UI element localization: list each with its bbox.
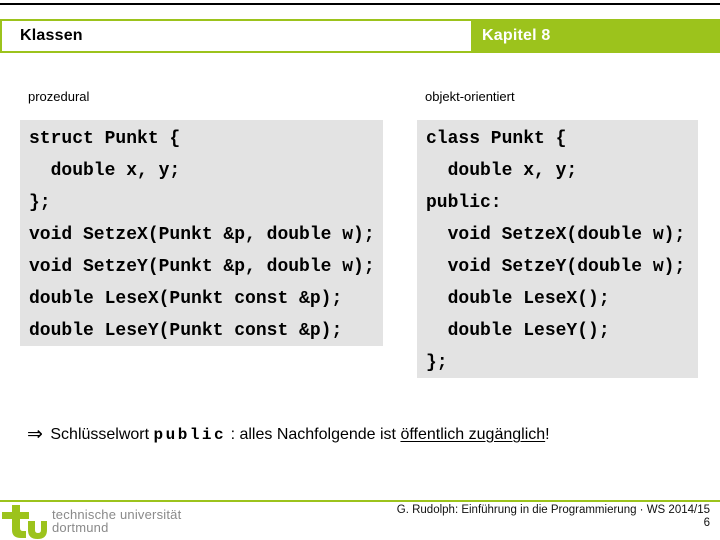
code-line: void SetzeY(double w); — [426, 257, 686, 277]
university-name-line1: technische universität — [52, 507, 182, 522]
code-line: double LeseY(); — [426, 321, 610, 341]
note-line: ⇒ Schlüsselwort public : alles Nachfolge… — [27, 423, 550, 446]
code-block-oop: class Punkt { double x, y; public: void S… — [417, 120, 698, 378]
code-line: void SetzeX(Punkt &p, double w); — [29, 225, 375, 245]
code-line: double x, y; — [426, 161, 578, 181]
top-rule — [0, 3, 720, 5]
note-pre: Schlüsselwort — [45, 426, 154, 443]
university-name-line2: dortmund — [52, 520, 109, 535]
university-name: technische universität dortmund — [52, 508, 181, 534]
note-keyword: public — [153, 426, 227, 444]
tu-dortmund-logo-icon — [2, 505, 47, 539]
slide-title: Klassen — [20, 27, 83, 44]
footer-rule — [0, 500, 720, 502]
label-objekt-orientiert: objekt-orientiert — [425, 89, 515, 104]
chapter-label: Kapitel 8 — [482, 27, 551, 44]
label-prozedural: prozedural — [28, 89, 90, 104]
chapter-box: Kapitel 8 — [473, 19, 720, 53]
code-block-procedural: struct Punkt { double x, y;}; void SetzeX… — [20, 120, 383, 346]
footer-credit: G. Rudolph: Einführung in die Programmie… — [397, 504, 710, 530]
code-line: double x, y; — [29, 161, 181, 181]
note-mid: : alles Nachfolgende ist — [226, 426, 401, 443]
note-exclamation: ! — [545, 426, 550, 443]
note-underlined-phrase: öffentlich zugänglich — [400, 426, 546, 443]
credit-line: G. Rudolph: Einführung in die Programmie… — [396, 504, 710, 516]
code-line: }; — [29, 193, 51, 213]
code-line: double LeseX(); — [426, 289, 610, 309]
code-line: struct Punkt { — [29, 129, 181, 149]
code-line: void SetzeY(Punkt &p, double w); — [29, 257, 375, 277]
code-line: double LeseX(Punkt const &p); — [29, 289, 343, 309]
slide-title-box: Klassen — [0, 19, 473, 53]
page-number: 6 — [703, 517, 710, 529]
code-line: double LeseY(Punkt const &p); — [29, 321, 343, 341]
code-line: void SetzeX(double w); — [426, 225, 686, 245]
code-line: }; — [426, 353, 448, 373]
code-line: public: — [426, 193, 502, 213]
slide-header: Klassen Kapitel 8 — [0, 19, 720, 53]
implies-arrow-icon: ⇒ — [27, 424, 43, 445]
code-line: class Punkt { — [426, 129, 567, 149]
